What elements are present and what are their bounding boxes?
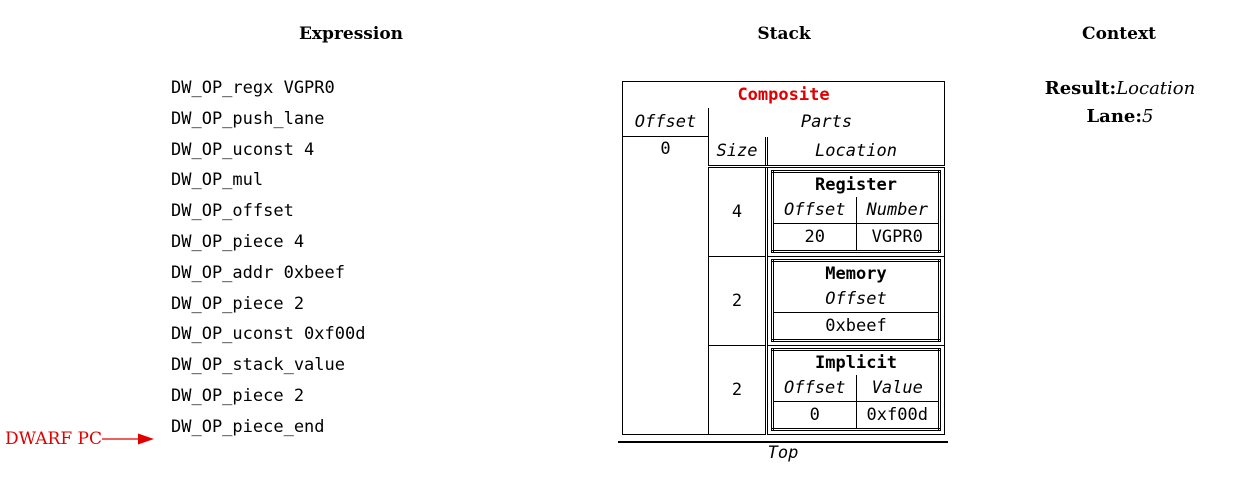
- offset-value: 0: [660, 139, 671, 159]
- implicit-offset-label: Offset: [772, 375, 857, 402]
- composite-title: Composite: [737, 85, 830, 105]
- expression-op: DW_OP_piece 2: [171, 293, 305, 314]
- expression-op: DW_OP_uconst 4: [171, 139, 315, 160]
- memory-offset-label: Offset: [772, 286, 940, 313]
- expression-op: DW_OP_piece 2: [171, 385, 305, 406]
- expression-op: DW_OP_push_lane: [171, 108, 325, 129]
- context-result: Result:Location: [1040, 78, 1200, 99]
- expression-op: DW_OP_regx VGPR0: [171, 78, 335, 98]
- stack-top-line: [618, 441, 948, 443]
- stack-diagram: Composite Offset Parts 0 Size Location 4…: [622, 81, 945, 435]
- stack-top-label: Top: [767, 443, 799, 463]
- memory-title: Memory: [825, 264, 887, 284]
- implicit-offset-value: 0: [772, 401, 857, 430]
- memory-location: Memory Offset 0xbeef: [771, 259, 941, 342]
- location-label: Location: [765, 136, 945, 168]
- result-value: Location: [1116, 78, 1196, 99]
- lane-value: 5: [1142, 106, 1154, 127]
- dwarf-pc-label: DWARF PC: [5, 429, 102, 449]
- memory-offset-value: 0xbeef: [825, 316, 887, 336]
- expression-op: DW_OP_stack_value: [171, 355, 345, 376]
- implicit-title: Implicit: [815, 353, 897, 373]
- size-label: Size: [708, 136, 767, 168]
- dwarf-pc-marker: DWARF PC: [5, 428, 154, 450]
- context-header: Context: [1082, 24, 1156, 44]
- register-number-value: VGPR0: [871, 227, 923, 247]
- stack-header: Stack: [757, 24, 811, 44]
- parts-label: Parts: [708, 108, 945, 137]
- register-offset-label: Offset: [772, 197, 857, 224]
- register-offset-value: 20: [772, 223, 857, 252]
- part-size: 2: [708, 256, 767, 346]
- part-size: 4: [708, 166, 767, 257]
- register-number-label: Number: [856, 197, 940, 224]
- offset-label: Offset: [622, 108, 709, 137]
- arrow-right-icon: [101, 433, 154, 445]
- expression-op: DW_OP_piece_end: [171, 416, 325, 437]
- part-size: 2: [708, 345, 767, 434]
- register-title: Register: [815, 175, 897, 195]
- expression-op: DW_OP_offset: [171, 201, 294, 222]
- register-location: Register Offset Number 20 VGPR0: [771, 170, 941, 253]
- expression-list: DW_OP_regx VGPR0 DW_OP_push_lane DW_OP_u…: [171, 73, 365, 443]
- expression-header: Expression: [298, 24, 404, 44]
- expression-op: DW_OP_uconst 0xf00d: [171, 324, 366, 345]
- lane-label: Lane:: [1086, 106, 1143, 127]
- implicit-value-value: 0xf00d: [866, 405, 928, 425]
- context-lane: Lane:5: [1040, 106, 1200, 127]
- expression-op: DW_OP_piece 4: [171, 231, 305, 252]
- result-label: Result:: [1044, 78, 1117, 99]
- implicit-value-label: Value: [856, 375, 940, 402]
- expression-op: DW_OP_mul: [171, 170, 264, 191]
- expression-op: DW_OP_addr 0xbeef: [171, 262, 345, 283]
- implicit-location: Implicit Offset Value 0 0xf00d: [771, 348, 941, 431]
